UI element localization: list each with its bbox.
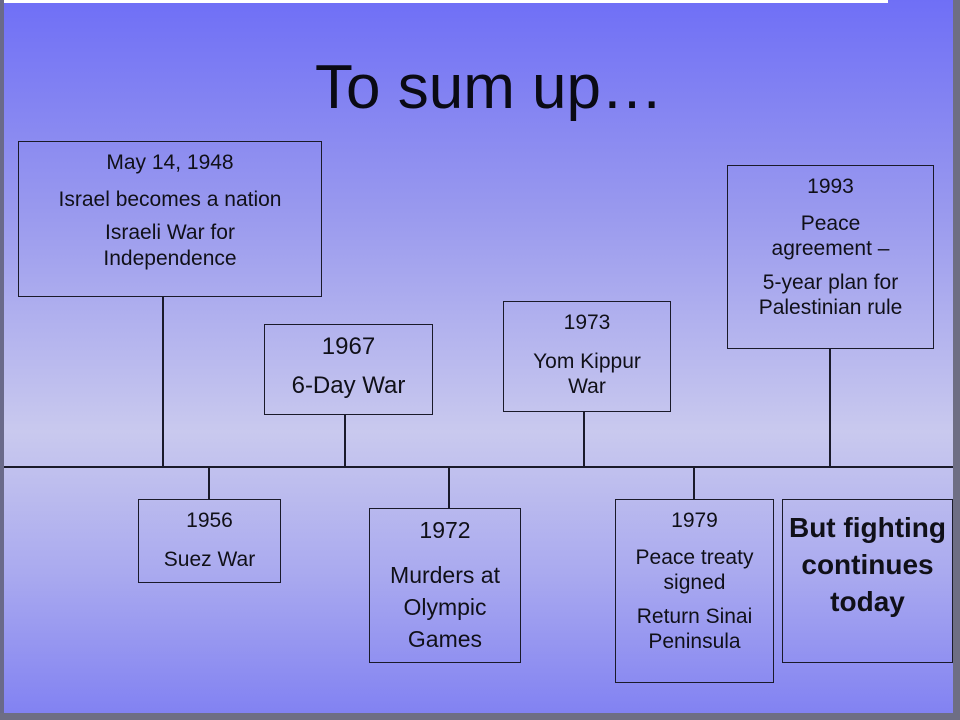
bottom-frame-border <box>0 713 960 720</box>
event-detail: Return Sinai Peninsula <box>636 604 753 653</box>
event-box-1948: May 14, 1948 Israel becomes a nation Isr… <box>18 141 322 297</box>
event-title: Murders at Olympic Games <box>390 561 500 652</box>
closing-box: But fighting continues today <box>782 499 953 663</box>
event-box-1979: 1979 Peace treaty signed Return Sinai Pe… <box>615 499 774 683</box>
event-box-1972: 1972 Murders at Olympic Games <box>369 508 521 663</box>
closing-statement: But fighting continues today <box>788 512 947 617</box>
event-title: Yom Kippur War <box>533 350 641 399</box>
connector-1993 <box>829 348 831 467</box>
event-title: Peace agreement – <box>771 212 890 261</box>
top-strip <box>0 0 888 3</box>
connector-1979 <box>693 467 695 500</box>
timeline-axis <box>4 466 953 468</box>
connector-1973 <box>583 411 585 467</box>
slide-title: To sum up… <box>315 53 664 122</box>
event-date: May 14, 1948 <box>106 151 234 174</box>
event-detail: Israeli War for Independence <box>103 221 237 270</box>
event-title: 6-Day War <box>291 371 406 399</box>
left-frame-border <box>0 0 4 720</box>
event-date: 1972 <box>419 517 471 543</box>
event-box-1967: 1967 6-Day War <box>264 324 433 415</box>
event-box-1993: 1993 Peace agreement – 5-year plan for P… <box>727 165 934 349</box>
event-title: Suez War <box>163 548 256 572</box>
event-title: Peace treaty signed <box>635 546 754 595</box>
connector-1948 <box>162 296 164 467</box>
event-detail: 5-year plan for Palestinian rule <box>758 270 903 319</box>
connector-1972 <box>448 467 450 508</box>
event-date: 1967 <box>321 333 376 360</box>
event-box-1973: 1973 Yom Kippur War <box>503 301 671 412</box>
connector-1967 <box>344 414 346 467</box>
event-box-1956: 1956 Suez War <box>138 499 281 583</box>
event-date: 1993 <box>807 175 854 198</box>
event-date: 1979 <box>671 509 718 532</box>
event-date: 1973 <box>563 311 611 334</box>
event-title: Israel becomes a nation <box>58 188 282 212</box>
connector-1956 <box>208 467 210 500</box>
right-frame-border <box>953 0 960 720</box>
event-date: 1956 <box>186 509 233 532</box>
